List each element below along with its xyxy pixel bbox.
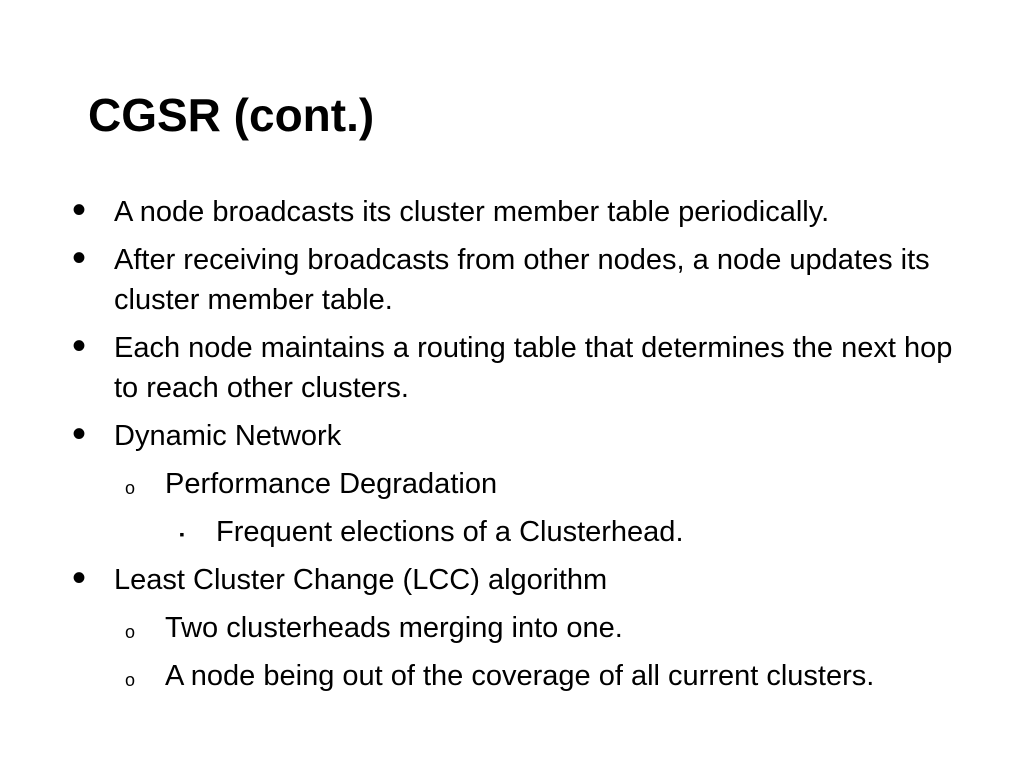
- sub-bullet-item: o A node being out of the coverage of al…: [0, 656, 1024, 696]
- bullet-dot-icon: •: [71, 324, 86, 368]
- bullet-dot-icon: •: [71, 556, 86, 600]
- circle-bullet-icon: o: [124, 622, 135, 642]
- sub-bullet-text: Performance Degradation: [165, 468, 498, 500]
- bullet-text: After receiving broadcasts from other no…: [114, 244, 930, 316]
- bullet-dot-icon: •: [71, 412, 86, 456]
- bullet-text: Each node maintains a routing table that…: [114, 332, 953, 404]
- sub-sub-bullet-text: Frequent elections of a Clusterhead.: [216, 516, 684, 548]
- bullet-item: • A node broadcasts its cluster member t…: [0, 188, 1024, 232]
- sub-sub-bullet-item: ▪ Frequent elections of a Clusterhead.: [0, 512, 1024, 552]
- sub-bullet-text: A node being out of the coverage of all …: [165, 660, 875, 692]
- bullet-item: • Dynamic Network: [0, 412, 1024, 456]
- bullet-item: • Each node maintains a routing table th…: [0, 324, 1024, 408]
- bullet-dot-icon: •: [71, 236, 86, 280]
- bullet-item: • Least Cluster Change (LCC) algorithm: [0, 556, 1024, 600]
- circle-bullet-icon: o: [124, 478, 135, 498]
- bullet-dot-icon: •: [71, 188, 86, 232]
- bullet-list: • A node broadcasts its cluster member t…: [0, 188, 1024, 704]
- bullet-text: Least Cluster Change (LCC) algorithm: [114, 564, 608, 596]
- bullet-text: Dynamic Network: [114, 420, 342, 452]
- circle-bullet-icon: o: [124, 670, 135, 690]
- slide-title: CGSR (cont.): [88, 89, 375, 141]
- square-bullet-icon: ▪: [179, 526, 185, 542]
- bullet-text: A node broadcasts its cluster member tab…: [114, 196, 830, 228]
- bullet-item: • After receiving broadcasts from other …: [0, 236, 1024, 320]
- sub-bullet-text: Two clusterheads merging into one.: [165, 612, 623, 644]
- sub-bullet-item: o Two clusterheads merging into one.: [0, 608, 1024, 648]
- sub-bullet-item: o Performance Degradation: [0, 464, 1024, 504]
